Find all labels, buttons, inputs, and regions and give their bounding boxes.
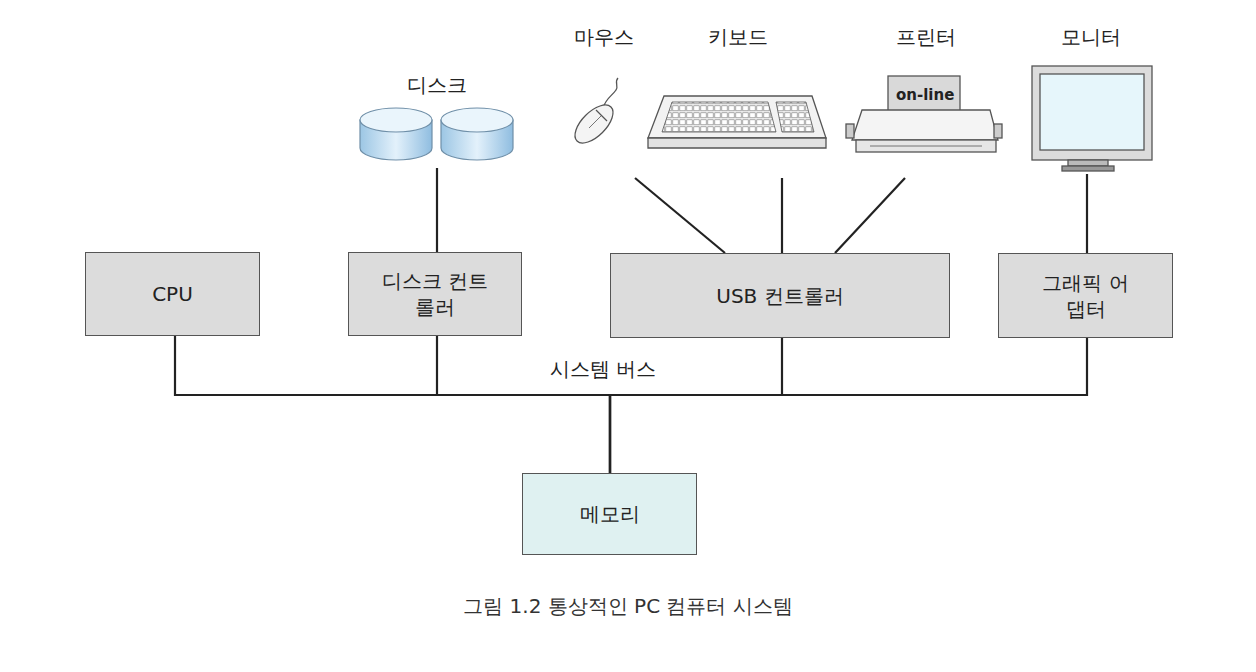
adapter-box: 그래픽 어댑터 bbox=[998, 253, 1173, 338]
printer-drawing bbox=[846, 76, 1002, 152]
box-label: USB 컨트롤러 bbox=[716, 283, 843, 309]
box-label: 그래픽 어댑터 bbox=[1036, 270, 1136, 322]
controller-box: 디스크 컨트롤러 bbox=[348, 252, 522, 336]
cpu-box: CPU bbox=[85, 252, 260, 336]
device-cable bbox=[1086, 174, 1088, 253]
system-bus bbox=[175, 336, 610, 473]
box-label: 메모리 bbox=[580, 501, 640, 527]
keyboard-drawing bbox=[648, 96, 826, 148]
mouse-device: 마우스 bbox=[556, 24, 652, 178]
device-label: 모니터 bbox=[1061, 24, 1121, 50]
device-label: 키보드 bbox=[708, 24, 768, 50]
disk-device: 디스크 bbox=[352, 72, 522, 168]
device-label: 디스크 bbox=[407, 72, 467, 98]
device-cable bbox=[436, 168, 438, 252]
device-label: 프린터 bbox=[896, 24, 956, 50]
system-bus bbox=[610, 338, 1087, 473]
status-label: on-line bbox=[894, 86, 956, 104]
keyboard-device: 키보드 bbox=[640, 24, 836, 178]
box-label: 디스크 컨트롤러 bbox=[380, 268, 490, 320]
monitor-device: 모니터 bbox=[1026, 24, 1156, 174]
disk-drawing bbox=[360, 108, 513, 160]
device-cable bbox=[781, 178, 783, 253]
controller-box: USB 컨트롤러 bbox=[610, 253, 950, 338]
monitor-drawing bbox=[1032, 66, 1152, 171]
device-cable bbox=[835, 178, 905, 253]
mouse-drawing bbox=[569, 78, 620, 149]
memory-box: 메모리 bbox=[522, 473, 697, 555]
figure-caption: 그림 1.2 통상적인 PC 컴퓨터 시스템 bbox=[0, 593, 1256, 620]
box-label: CPU bbox=[152, 281, 193, 307]
device-cable bbox=[635, 178, 725, 253]
bus-label: 시스템 버스 bbox=[548, 356, 658, 383]
device-label: 마우스 bbox=[574, 24, 634, 50]
